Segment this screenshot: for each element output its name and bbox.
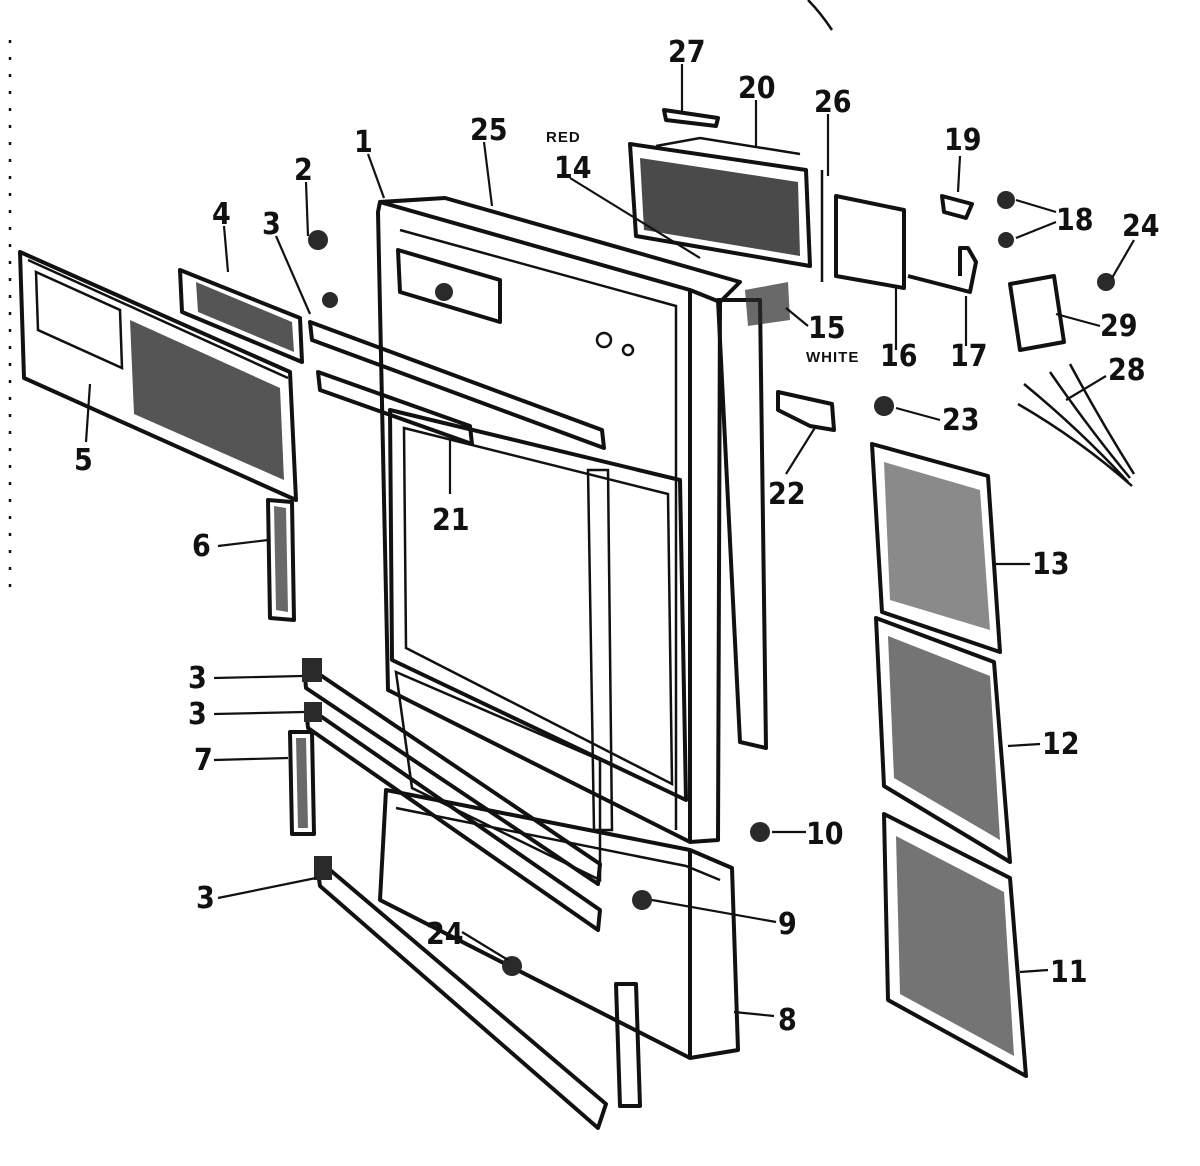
part-label-23: 23 xyxy=(942,403,980,438)
shield-part xyxy=(1008,274,1066,352)
inner-door-panel-part xyxy=(376,196,742,844)
part-label-25: 25 xyxy=(470,113,508,148)
upper-rails-part xyxy=(308,320,614,832)
manual-13-part xyxy=(870,442,1002,654)
part-label-24-top: 24 xyxy=(1122,209,1160,244)
outer-door-panel-part xyxy=(378,669,740,1060)
part-label-18: 18 xyxy=(1056,203,1094,238)
part-label-7: 7 xyxy=(194,743,213,778)
part-label-3-bottom: 3 xyxy=(196,881,215,916)
door-side-strip-part xyxy=(716,282,790,750)
wire-label-red: RED xyxy=(546,129,581,146)
part-label-17: 17 xyxy=(950,339,988,374)
part-label-22: 22 xyxy=(768,477,806,512)
side-trim-part xyxy=(266,498,296,622)
part-label-3-mid-2: 3 xyxy=(188,697,207,732)
part-label-9: 9 xyxy=(778,907,797,942)
part-label-26: 26 xyxy=(814,85,852,120)
part-label-10: 10 xyxy=(806,817,844,852)
part-label-4: 4 xyxy=(212,197,231,232)
cover-plate-part xyxy=(834,194,906,290)
control-panel-part xyxy=(18,250,298,502)
part-label-20: 20 xyxy=(738,71,776,106)
wire-harness-part xyxy=(1017,363,1136,487)
part-label-16: 16 xyxy=(880,339,918,374)
manual-12-part xyxy=(874,616,1012,864)
part-label-11: 11 xyxy=(1050,955,1088,990)
part-label-6: 6 xyxy=(192,529,211,564)
part-label-29: 29 xyxy=(1100,309,1138,344)
stray-mark xyxy=(807,0,834,31)
bracket-part xyxy=(907,246,978,294)
part-label-19: 19 xyxy=(944,123,982,158)
part-label-24-bottom: 24 xyxy=(426,917,464,952)
panel-insulation-part xyxy=(178,268,304,364)
leader-lines xyxy=(84,64,1135,1018)
clip-part xyxy=(662,108,720,128)
part-label-28: 28 xyxy=(1108,353,1146,388)
part-label-15: 15 xyxy=(808,311,846,346)
door-bottom-trim-part xyxy=(614,982,642,1108)
manual-11-part xyxy=(882,812,1028,1078)
part-label-12: 12 xyxy=(1042,727,1080,762)
part-label-1: 1 xyxy=(354,125,373,160)
part-label-3-top: 3 xyxy=(262,207,281,242)
part-label-14: 14 xyxy=(554,151,592,186)
part-label-5: 5 xyxy=(74,443,93,478)
part-labels: 27 20 26 25 14 1 2 4 3 5 6 3 3 7 3 21 22… xyxy=(74,35,1160,1038)
timer-module-part xyxy=(628,136,812,268)
switch-part xyxy=(776,390,836,432)
part-label-13: 13 xyxy=(1032,547,1070,582)
lower-rails-part xyxy=(302,658,608,1130)
part-label-3-mid-1: 3 xyxy=(188,661,207,696)
part-label-8: 8 xyxy=(778,1003,797,1038)
part-label-27: 27 xyxy=(668,35,706,70)
clip-small-part xyxy=(940,194,974,220)
lower-trim-part xyxy=(288,730,316,836)
part-label-21: 21 xyxy=(432,503,470,538)
wire-label-white: WHITE xyxy=(806,349,859,366)
part-label-2: 2 xyxy=(294,153,313,188)
screws xyxy=(308,191,1115,976)
